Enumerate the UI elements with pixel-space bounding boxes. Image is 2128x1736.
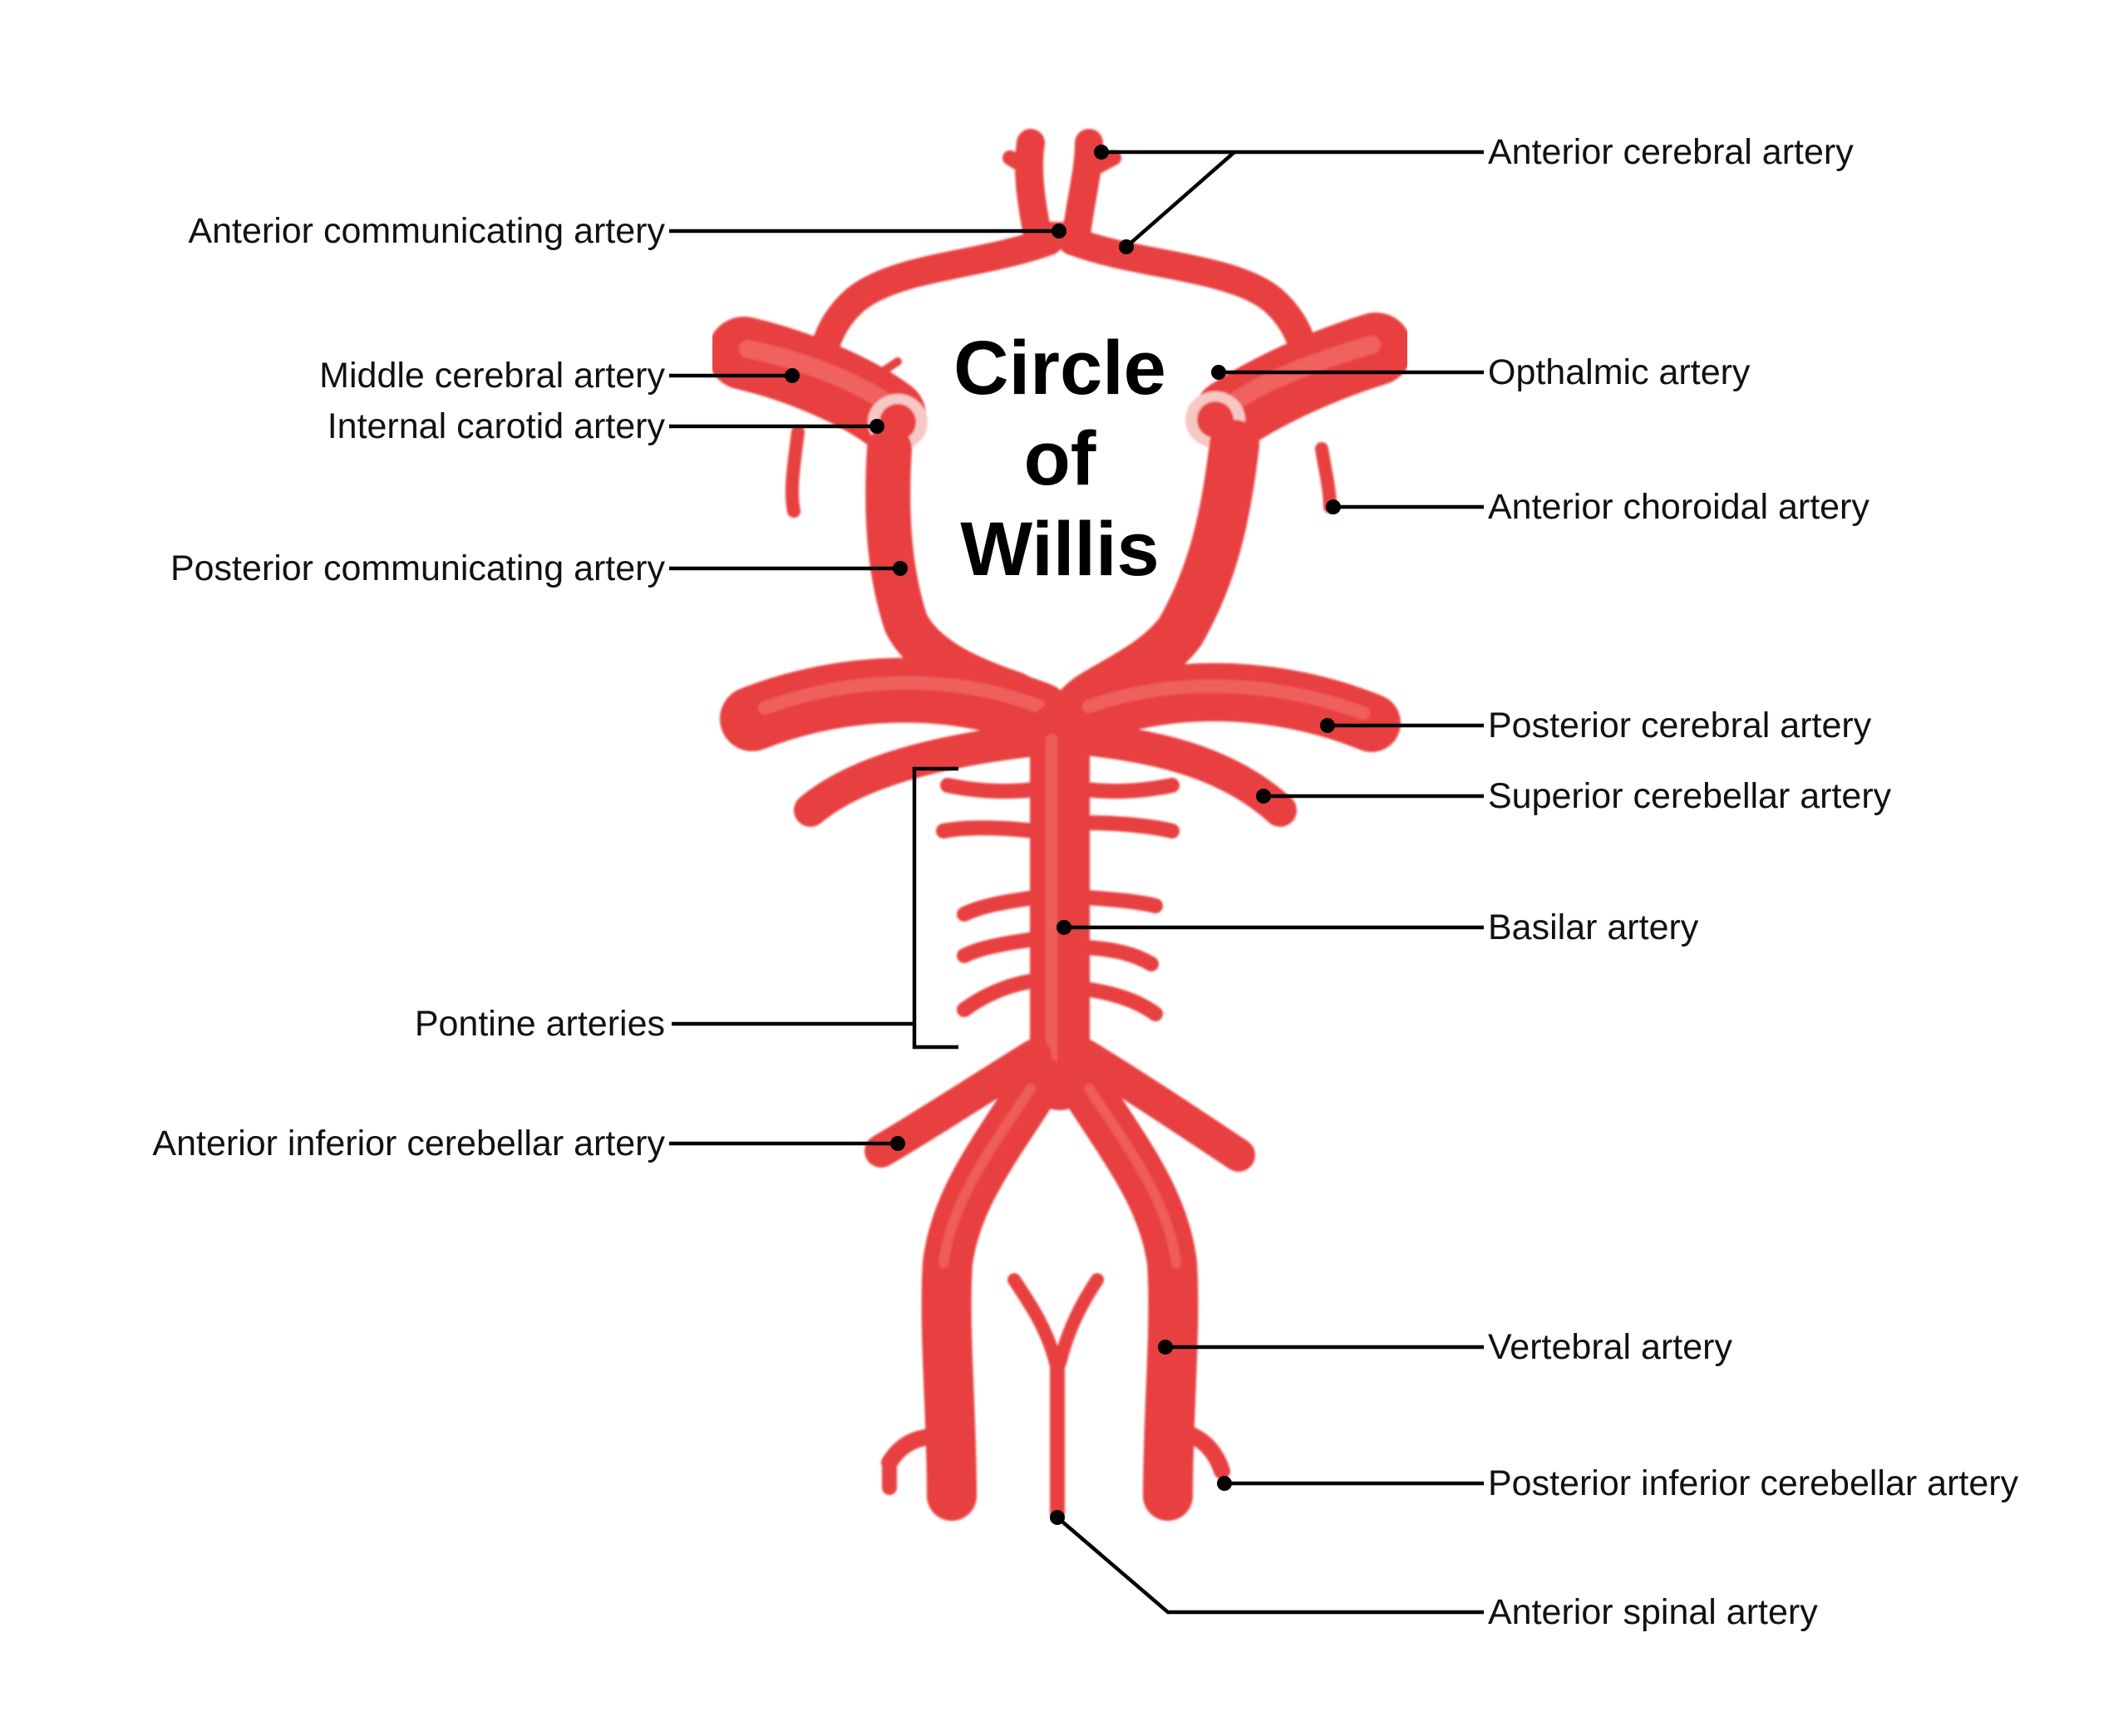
anterior-spinal-artery-shape bbox=[1007, 1273, 1104, 1520]
label-posterior-cerebral: Posterior cerebral artery bbox=[1488, 706, 1872, 745]
title-line-3: Willis bbox=[960, 507, 1159, 592]
dot-vertebral bbox=[1158, 1340, 1173, 1355]
label-anterior-spinal: Anterior spinal artery bbox=[1488, 1592, 1818, 1632]
dot-anterior-choroidal bbox=[1326, 499, 1341, 514]
dot-anterior-spinal bbox=[1050, 1510, 1065, 1525]
labels-left: Anterior communicating artery Middle cer… bbox=[152, 211, 665, 1163]
leader-pontine-bracket bbox=[912, 766, 958, 1050]
label-posterior-inferior-cerebellar: Posterior inferior cerebellar artery bbox=[1488, 1463, 2019, 1503]
posterior-cerebral-arteries bbox=[720, 657, 1401, 752]
dot-basilar bbox=[1057, 920, 1071, 935]
vertebral-arteries bbox=[921, 1055, 1199, 1521]
dot-posterior-cerebral bbox=[1320, 718, 1335, 733]
basilar-artery-shape bbox=[1030, 701, 1090, 1110]
dot-anterior-inferior-cerebellar bbox=[890, 1136, 905, 1151]
dot-anterior-cerebral-b bbox=[1119, 239, 1134, 254]
label-basilar: Basilar artery bbox=[1488, 907, 1699, 947]
label-anterior-cerebral: Anterior cerebral artery bbox=[1488, 132, 1854, 172]
label-posterior-communicating: Posterior communicating artery bbox=[170, 548, 666, 588]
label-middle-cerebral: Middle cerebral artery bbox=[319, 356, 665, 396]
label-internal-carotid: Internal carotid artery bbox=[328, 406, 666, 446]
dot-posterior-inferior-cerebellar bbox=[1217, 1476, 1232, 1491]
artery-illustration bbox=[707, 129, 1412, 1521]
leader-anterior-cerebral-b bbox=[1125, 150, 1236, 248]
leader-lines bbox=[669, 145, 1484, 1615]
pontine-arteries-shape bbox=[936, 778, 1180, 1021]
label-opthalmic: Opthalmic artery bbox=[1488, 352, 1751, 392]
labels-right: Anterior cerebral artery Opthalmic arter… bbox=[1488, 132, 2019, 1632]
label-pontine: Pontine arteries bbox=[415, 1004, 665, 1044]
dot-middle-cerebral bbox=[785, 368, 800, 383]
title-line-2: of bbox=[1024, 416, 1096, 501]
dot-anterior-communicating bbox=[1052, 224, 1066, 239]
title-line-1: Circle bbox=[953, 326, 1166, 411]
dot-internal-carotid bbox=[869, 419, 884, 434]
label-superior-cerebellar: Superior cerebellar artery bbox=[1488, 776, 1892, 816]
posterior-inferior-cerebellar-arteries bbox=[881, 1421, 1230, 1495]
dot-opthalmic bbox=[1211, 365, 1226, 380]
leader-anterior-spinal bbox=[1056, 1516, 1484, 1615]
label-vertebral: Vertebral artery bbox=[1488, 1327, 1732, 1367]
dot-anterior-cerebral-a bbox=[1094, 145, 1109, 160]
label-anterior-inferior-cerebellar: Anterior inferior cerebellar artery bbox=[152, 1124, 665, 1163]
diagram-title: Circle of Willis bbox=[953, 326, 1166, 592]
dot-superior-cerebellar bbox=[1256, 789, 1271, 804]
dot-posterior-communicating bbox=[893, 561, 908, 576]
label-anterior-communicating: Anterior communicating artery bbox=[188, 211, 665, 251]
label-anterior-choroidal: Anterior choroidal artery bbox=[1488, 487, 1869, 527]
